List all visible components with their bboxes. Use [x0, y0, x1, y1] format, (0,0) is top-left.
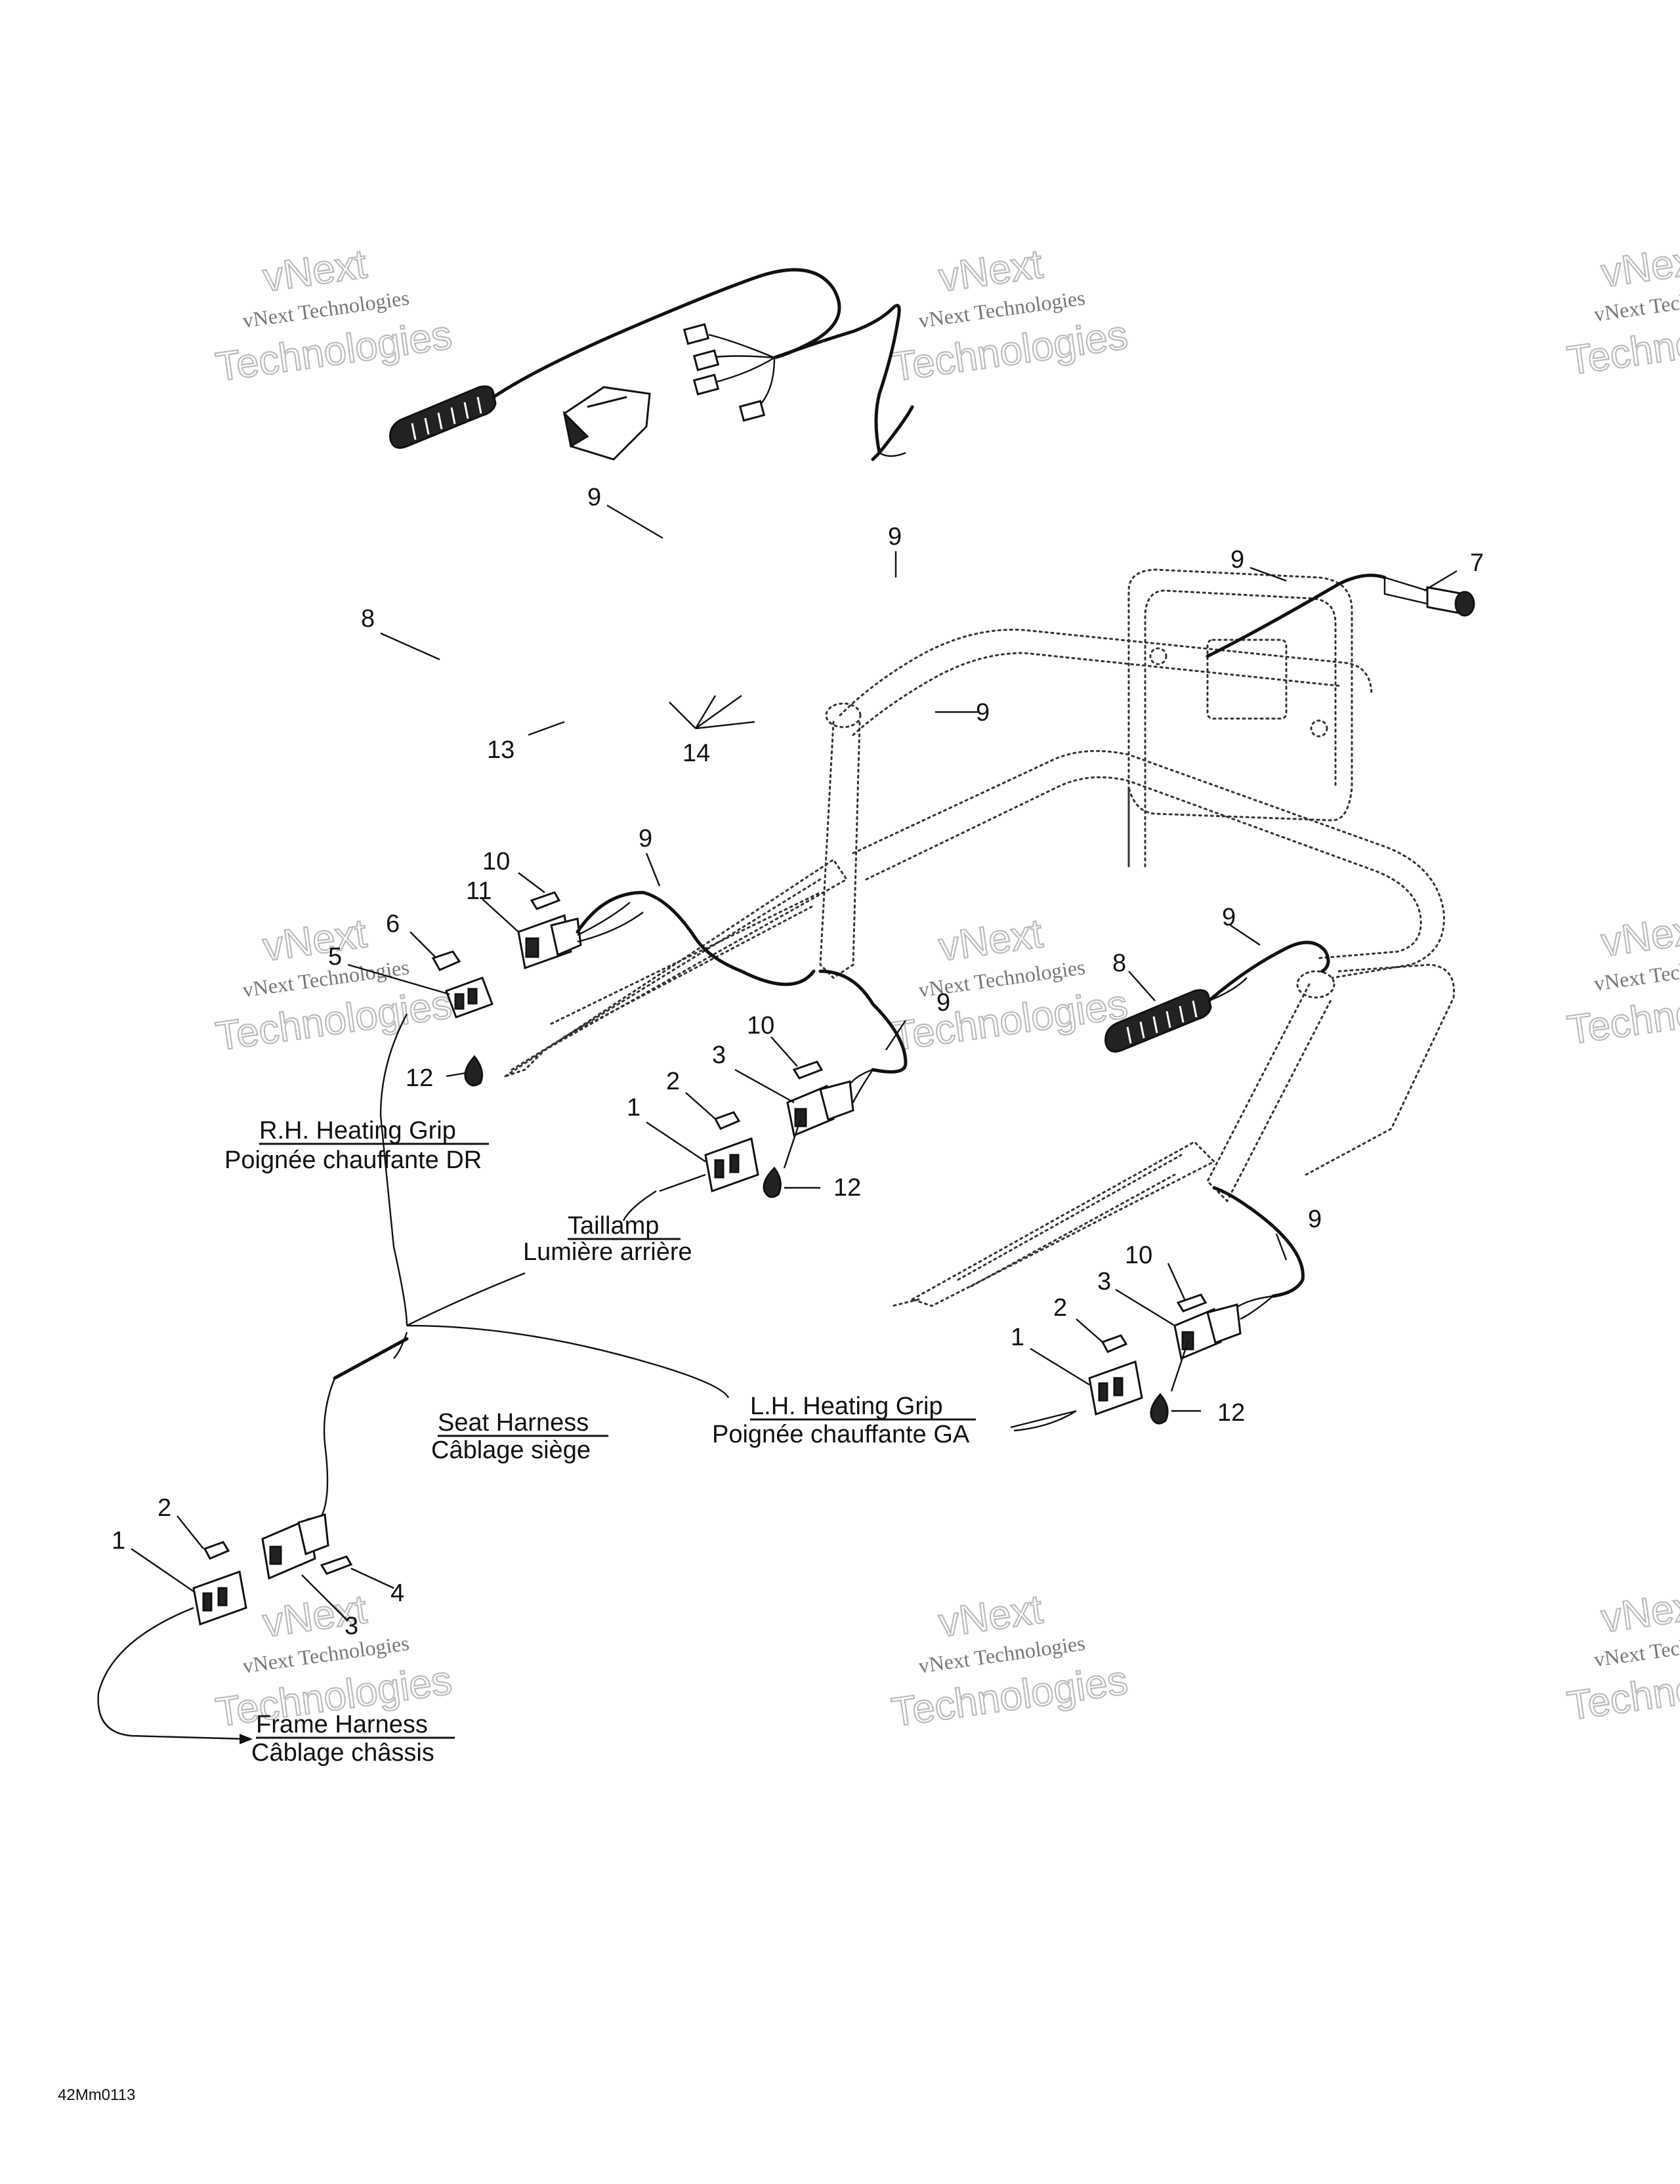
watermark-mid-right: vNext vNext Technologies Technologies — [1564, 906, 1680, 1054]
taillamp-wire — [1206, 574, 1475, 658]
callout-1: 1 — [627, 1094, 640, 1122]
caption-leader-curves — [622, 1190, 1077, 1432]
terminals-14 — [682, 323, 766, 422]
frame-harness-arrow — [97, 1606, 253, 1744]
callout-1: 1 — [112, 1527, 125, 1555]
caption-tail-fr: Lumière arrière — [523, 1238, 692, 1266]
svg-text:vNext: vNext — [260, 911, 369, 970]
callout-10: 10 — [747, 1012, 774, 1040]
rh-heating-grip-element — [389, 385, 497, 449]
callout-10: 10 — [482, 848, 510, 875]
watermark-mid-center: vNext vNext Technologies Technologies — [889, 910, 1131, 1060]
callout-2: 2 — [158, 1494, 171, 1522]
callout-3: 3 — [345, 1612, 358, 1640]
callout-10: 10 — [1125, 1242, 1152, 1269]
callout-9: 9 — [936, 989, 950, 1017]
terminal-2a — [713, 1111, 741, 1130]
housing-5 — [445, 976, 494, 1018]
callout-9: 9 — [1222, 904, 1236, 931]
seat-frame — [505, 568, 1456, 1307]
watermark-top-center: vNext vNext Technologies Technologies — [889, 241, 1131, 391]
callout-12: 12 — [833, 1174, 861, 1202]
callout-3: 3 — [1097, 1268, 1111, 1295]
terminal-2b — [1101, 1334, 1128, 1353]
leader-lines — [131, 504, 1458, 1622]
wire-right-top — [1207, 940, 1330, 1003]
connector-3c — [261, 1513, 329, 1580]
callout-5: 5 — [328, 943, 342, 971]
callout-9: 9 — [888, 523, 902, 551]
caption-rh-heating-grip: R.H. Heating Grip Poignée chauffante DR — [224, 1117, 489, 1174]
svg-text:vNext: vNext — [260, 242, 369, 301]
housing-1a — [704, 1137, 759, 1193]
callout-13: 13 — [487, 736, 514, 764]
caption-rh-fr: Poignée chauffante DR — [224, 1146, 482, 1174]
watermark-bottom-right: vNext vNext Technologies Technologies — [1564, 1582, 1680, 1730]
switch-13 — [562, 386, 651, 461]
drawing-code: 42Mm0113 — [58, 2086, 135, 2104]
callout-8: 8 — [361, 605, 375, 633]
callout-2: 2 — [1053, 1294, 1067, 1322]
housing-1c — [192, 1570, 247, 1626]
callout-9: 9 — [639, 825, 652, 852]
caption-lh-fr: Poignée chauffante GA — [712, 1421, 970, 1448]
grease-12c — [1150, 1393, 1169, 1425]
callout-9: 9 — [976, 699, 990, 726]
watermark-top-left: vNext vNext Technologies Technologies — [213, 241, 455, 391]
terminal-10b — [792, 1060, 824, 1080]
terminal-6 — [431, 950, 461, 971]
caption-seat-fr: Câblage siège — [431, 1437, 591, 1464]
wire-to-connector-11 — [576, 891, 816, 986]
callout-numbers: 9 9 9 7 8 9 13 14 9 10 11 6 5 12 9 10 3 … — [112, 484, 1484, 1640]
callout-9: 9 — [1308, 1206, 1322, 1233]
terminal-10c — [1176, 1293, 1208, 1312]
callout-1: 1 — [1011, 1324, 1024, 1351]
terminal-2c — [203, 1541, 230, 1560]
callout-8: 8 — [1112, 950, 1126, 977]
callout-14: 14 — [682, 740, 710, 767]
callout-12: 12 — [406, 1064, 433, 1092]
svg-text:vNext: vNext — [1599, 906, 1680, 965]
grease-12b — [763, 1166, 782, 1198]
callout-9: 9 — [587, 484, 601, 511]
svg-text:vNext: vNext — [936, 1587, 1045, 1646]
svg-text:vNext: vNext — [936, 242, 1045, 301]
caption-frame-harness: Frame Harness Câblage châssis — [251, 1711, 455, 1767]
caption-seat-en: Seat Harness — [438, 1409, 589, 1437]
callout-9: 9 — [1230, 546, 1244, 574]
caption-lh-heating-grip: L.H. Heating Grip Poignée chauffante GA — [712, 1393, 976, 1448]
svg-text:vNext: vNext — [1599, 237, 1680, 296]
caption-taillamp: Taillamp Lumière arrière — [523, 1212, 692, 1266]
housing-1b — [1088, 1360, 1143, 1416]
svg-text:vNext: vNext — [936, 911, 1045, 970]
connector-11 — [517, 914, 582, 970]
callout-11: 11 — [466, 877, 492, 905]
caption-seat-harness: Seat Harness Câblage siège — [431, 1409, 608, 1464]
watermark-top-right: vNext vNext Technologies Technologies — [1564, 236, 1680, 385]
callout-7: 7 — [1470, 549, 1484, 577]
watermark-bottom-center: vNext vNext Technologies Technologies — [889, 1586, 1131, 1736]
caption-lh-en: L.H. Heating Grip — [750, 1393, 943, 1420]
caption-rh-en: R.H. Heating Grip — [259, 1117, 456, 1144]
wire-right-lower — [1212, 1186, 1305, 1320]
caption-tail-en: Taillamp — [568, 1212, 659, 1240]
terminal-4 — [320, 1555, 353, 1575]
seat-harness-trunk — [320, 1013, 730, 1517]
lh-heating-grip-element — [1104, 989, 1212, 1053]
terminal-10a — [530, 891, 561, 910]
callout-3: 3 — [712, 1041, 726, 1069]
caption-frame-fr: Câblage châssis — [251, 1739, 434, 1767]
caption-frame-en: Frame Harness — [256, 1711, 428, 1738]
callout-4: 4 — [390, 1580, 404, 1607]
grease-12a — [464, 1055, 483, 1087]
watermark-mid-left: vNext vNext Technologies Technologies — [213, 910, 455, 1060]
taillamp-7 — [1426, 586, 1475, 617]
callout-12: 12 — [1217, 1399, 1245, 1427]
callout-6: 6 — [386, 910, 400, 938]
callout-2: 2 — [666, 1068, 680, 1095]
svg-text:vNext: vNext — [1599, 1582, 1680, 1641]
